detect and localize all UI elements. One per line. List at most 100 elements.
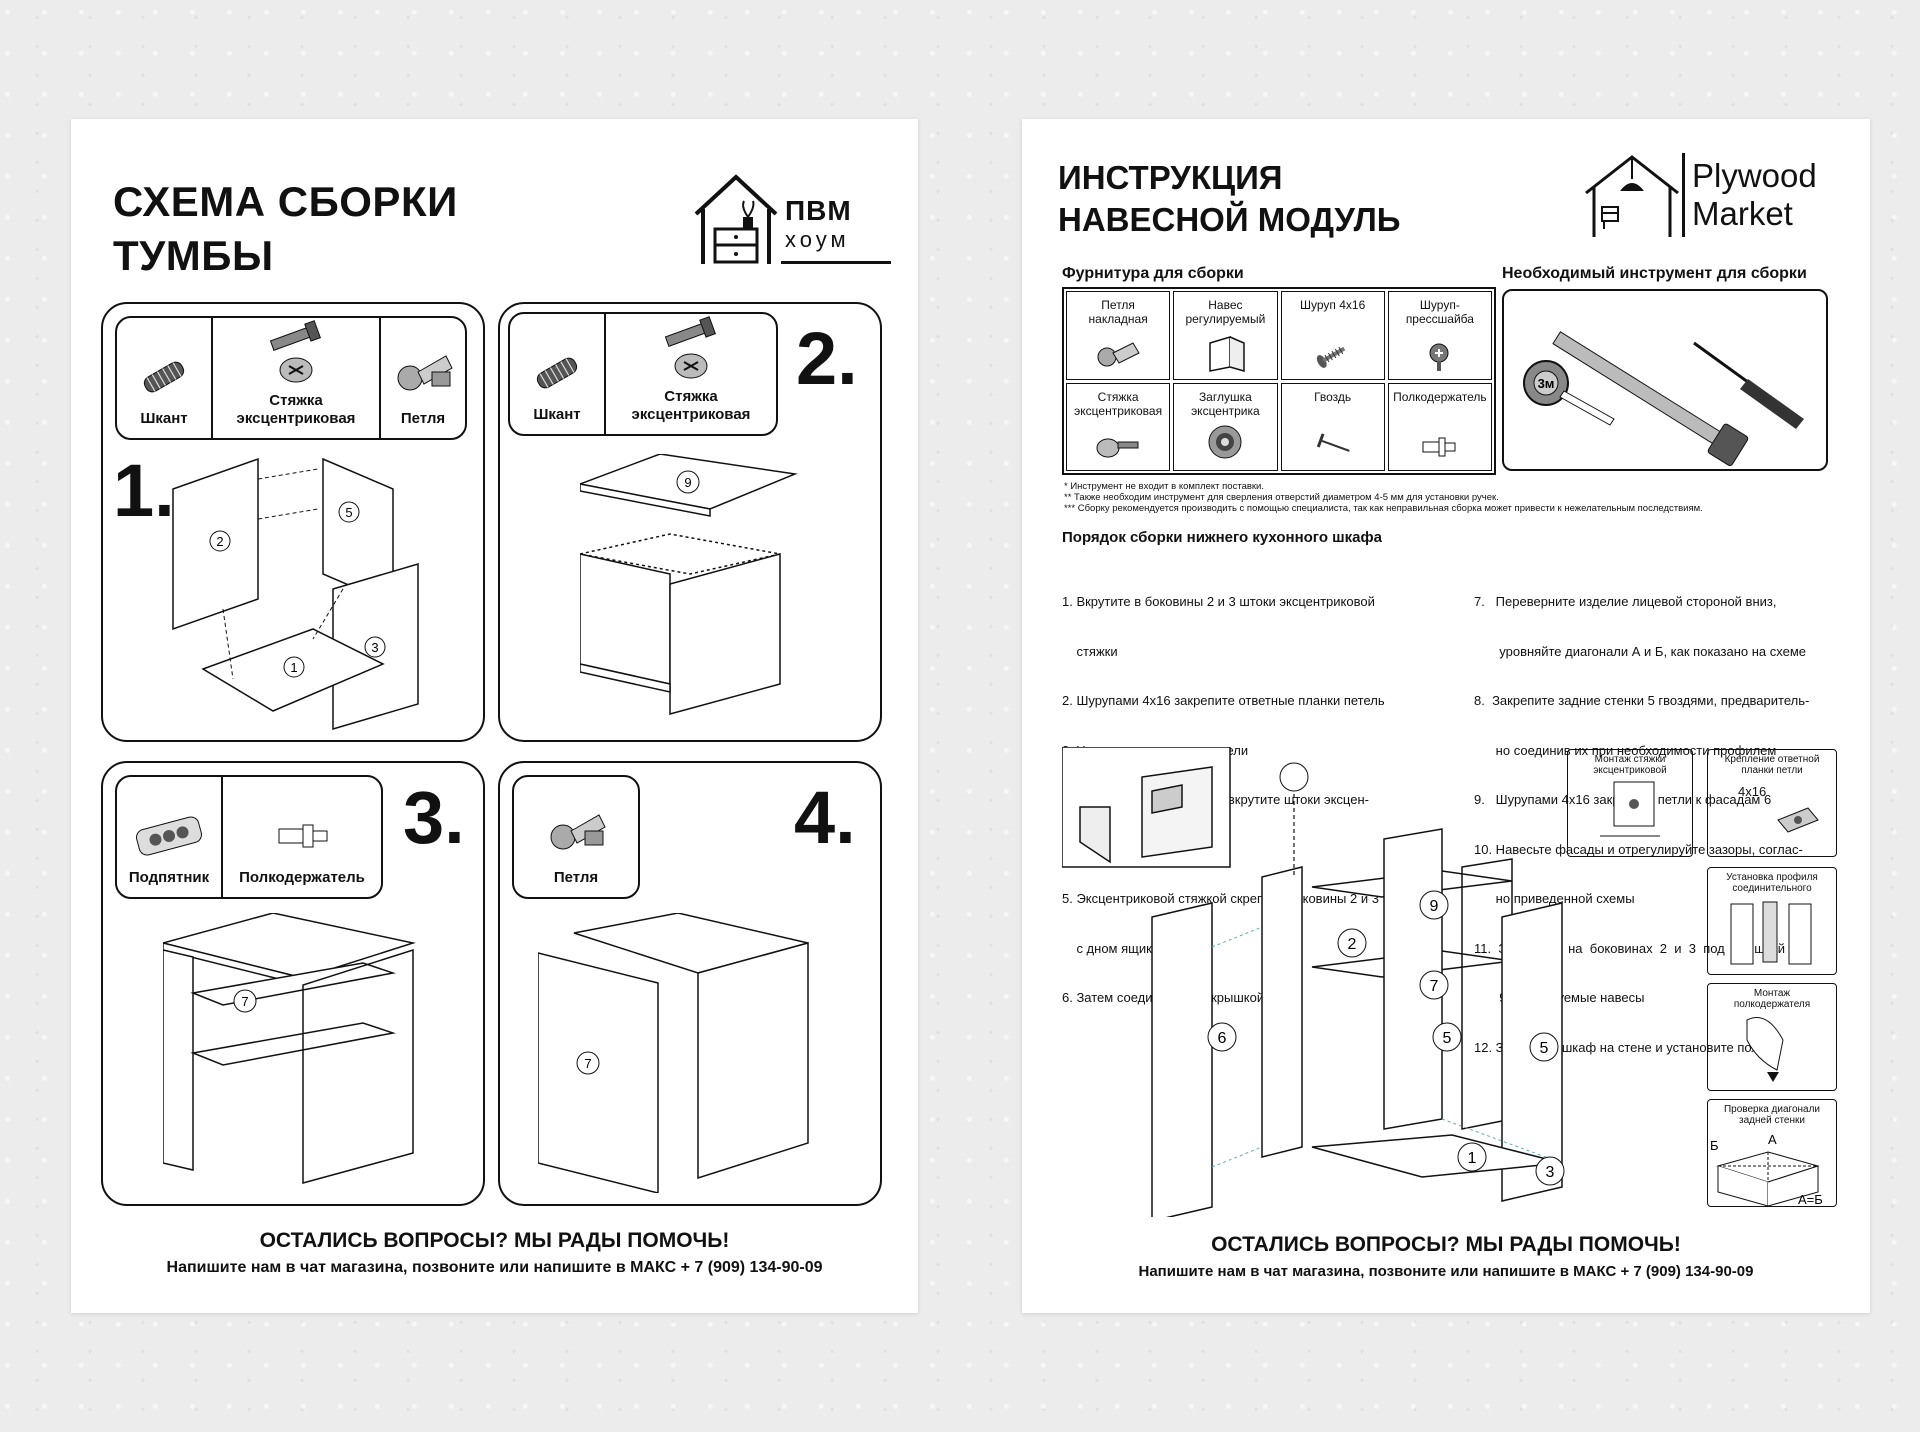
right-instruction-sheet: ИНСТРУКЦИЯ НАВЕСНОЙ МОДУЛЬ Plywood Marke… <box>1022 119 1870 1313</box>
detail-profile-install: Установка профиля соединительного <box>1707 867 1837 975</box>
logo-divider <box>1682 153 1685 237</box>
fitting-adjustable-hanger: Навес регулируемый <box>1173 291 1278 380</box>
washer-screw-icon <box>1429 343 1449 371</box>
tape-label: 3м <box>1538 376 1555 391</box>
part-label: Шкант <box>140 410 188 427</box>
part-number: 3 <box>1546 1164 1555 1181</box>
detail-caption: Монтаж полкодержателя <box>1733 988 1811 1010</box>
fitting-label: Шуруп- прессшайба <box>1405 298 1474 326</box>
fitting-cam-cap: Заглушка эксцентрика <box>1173 382 1278 471</box>
left-footer-heading: ОСТАЛИСЬ ВОПРОСЫ? МЫ РАДЫ ПОМОЧЬ! <box>259 1229 730 1252</box>
fitting-label: Полкодержатель <box>1393 389 1487 404</box>
hinge-icon <box>397 355 453 391</box>
tools-box: 3м <box>1502 289 1828 471</box>
step-line: 8. Закрепите задние стенки 5 гвоздями, п… <box>1474 693 1810 708</box>
dowel-icon <box>536 357 578 389</box>
hanger-icon <box>1209 335 1246 372</box>
right-title-line2: НАВЕСНОЙ МОДУЛЬ <box>1058 201 1401 238</box>
fitting-label: Петля накладная <box>1088 298 1148 326</box>
part-hinge: Петля <box>381 318 465 438</box>
diagonal-check-icon: Б А А=Б <box>1710 1132 1823 1207</box>
part-number: 9 <box>1430 898 1439 915</box>
nail-icon <box>1316 433 1350 452</box>
left-title: СХЕМА СБОРКИ ТУМБЫ <box>113 175 458 283</box>
detail-caption: Крепление ответной планки петли <box>1724 754 1820 776</box>
part-dowel: Шкант <box>117 318 213 438</box>
detail-caption: Установка профиля соединительного <box>1726 872 1818 894</box>
part-number: 5 <box>345 505 352 520</box>
part-number: 3 <box>371 640 378 655</box>
part-number: 1 <box>1468 1150 1477 1167</box>
part-shelf-support: Полкодержатель <box>223 777 381 897</box>
part-number: 7 <box>241 994 248 1009</box>
diagonal-label-b: Б <box>1710 1138 1719 1153</box>
part-label: Стяжка эксцентриковая <box>631 388 751 423</box>
part-number: 5 <box>1443 1030 1452 1047</box>
logo-text-home: хоум <box>785 227 850 252</box>
dowel-icon <box>143 361 185 393</box>
detail-shelf-support-mounting: Монтаж полкодержателя <box>1707 983 1837 1091</box>
detail-caption: Монтаж стяжки эксцентриковой <box>1593 754 1667 776</box>
pvm-home-logo: ПВМ хоум <box>691 169 891 289</box>
fitting-screw-4x16: Шуруп 4х16 <box>1280 291 1385 380</box>
step-3-parts: Подпятник Полкодержатель <box>115 775 383 899</box>
step-line: но соединив их при необходимости профиле… <box>1474 742 1777 758</box>
part-cam-lock: Стяжка эксцентриковая <box>213 318 381 438</box>
fittings-grid: Петля накладная Навес регулируемый Шуруп… <box>1062 287 1496 475</box>
left-title-line2: ТУМБЫ <box>113 232 274 279</box>
part-label: Стяжка эксцентриковая <box>236 392 356 427</box>
step-3-panel: Подпятник Полкодержатель 3. 7 <box>101 761 485 1206</box>
logo-text-market: Market <box>1692 195 1793 232</box>
step-number-2: 2. <box>796 317 858 400</box>
hinge-plate-icon <box>1777 807 1819 833</box>
hinge-icon <box>1097 341 1140 366</box>
plywood-market-logo: Plywood Market <box>1582 153 1842 243</box>
fitting-label: Шуруп 4х16 <box>1299 298 1366 312</box>
part-dowel: Шкант <box>510 314 606 434</box>
part-label: Шкант <box>533 406 581 423</box>
step-4-parts: Петля <box>512 775 640 899</box>
shelf-support-icon <box>1422 437 1456 457</box>
assembly-order-heading: Порядок сборки нижнего кухонного шкафа <box>1062 529 1382 546</box>
step-1-parts: Шкант Стяжка эксцентриковая Петля <box>115 316 467 440</box>
detail-diagonal-check: Проверка диагонали задней стенки Б А А=Б <box>1707 1099 1837 1207</box>
part-number: 2 <box>1348 936 1357 953</box>
house-lamp-logo-icon <box>1585 155 1679 237</box>
step-2-parts: Шкант Стяжка эксцентриковая <box>508 312 778 436</box>
right-title: ИНСТРУКЦИЯ НАВЕСНОЙ МОДУЛЬ <box>1058 157 1401 241</box>
step-number-1: 1. <box>113 449 175 532</box>
step-line: но приведенной схемы <box>1474 891 1635 906</box>
part-label: Подпятник <box>128 869 210 886</box>
step-2-panel: Шкант Стяжка эксцентриковая 2. 9 <box>498 302 882 742</box>
step-2-drawing: 9 <box>580 454 820 724</box>
right-footer-heading: ОСТАЛИСЬ ВОПРОСЫ? МЫ РАДЫ ПОМОЧЬ! <box>1211 1233 1681 1256</box>
fitting-label: Гвоздь <box>1314 389 1352 404</box>
fitting-nail: Гвоздь <box>1280 382 1385 471</box>
fitting-cam-lock: Стяжка эксцентриковая <box>1066 382 1171 471</box>
step-line: 2. Шурупами 4х16 закрепите ответные план… <box>1062 693 1385 708</box>
part-number: 7 <box>1430 978 1439 995</box>
cam-mounting-icon <box>1600 781 1660 837</box>
assembly-steps-right: 7. Переверните изделие лицевой стороной … <box>1474 561 1854 1089</box>
step-number-4: 4. <box>794 776 856 859</box>
logo-underline <box>781 261 891 264</box>
glide-icon <box>136 816 202 856</box>
part-number: 9 <box>684 475 691 490</box>
part-label: Петля <box>400 410 446 427</box>
fitting-label: Стяжка эксцентриковая <box>1074 389 1163 418</box>
step-4-panel: Петля 4. 7 <box>498 761 882 1206</box>
left-title-line1: СХЕМА СБОРКИ <box>113 178 458 225</box>
part-label: Полкодержатель <box>239 869 365 886</box>
cam-lock-icon <box>269 320 321 383</box>
fitting-label: Навес регулируемый <box>1185 298 1266 326</box>
step-line: 1. Вкрутите в боковины 2 и 3 штоки эксце… <box>1062 594 1375 609</box>
part-number: 5 <box>1540 1040 1549 1057</box>
step-line: 7. Переверните изделие лицевой стороной … <box>1474 594 1777 609</box>
part-glide: Подпятник <box>117 777 223 897</box>
step-1-panel: Шкант Стяжка эксцентриковая Петля 1. <box>101 302 485 742</box>
step-line: 10. Навесьте фасады и отрегулируйте зазо… <box>1474 841 1803 857</box>
detail-caption-sub: 4х16 <box>1738 784 1767 799</box>
part-cam-lock: Стяжка эксцентриковая <box>606 314 776 434</box>
fitting-shelf-support: Полкодержатель <box>1387 382 1492 471</box>
exploded-cabinet-diagram: 9 7 2 6 5 5 3 1 <box>1062 747 1592 1217</box>
